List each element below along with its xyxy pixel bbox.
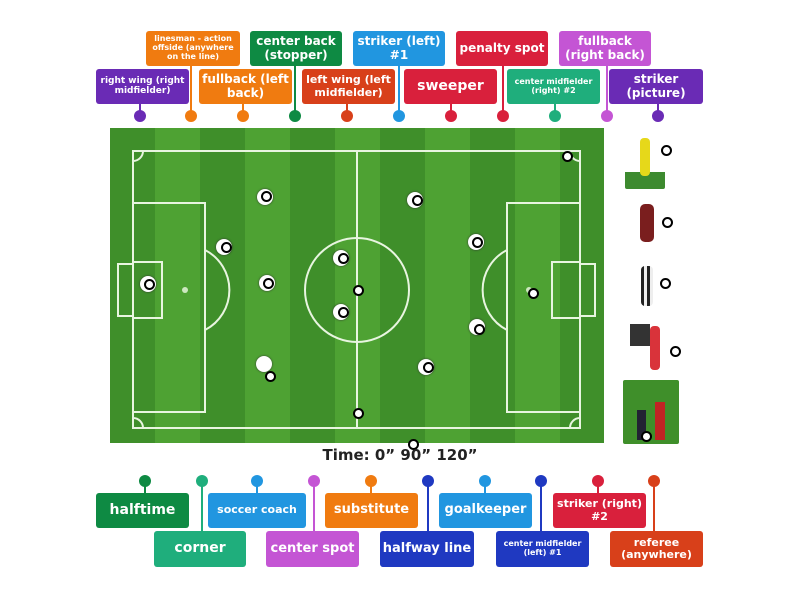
drop-target[interactable] bbox=[408, 439, 419, 450]
drop-target[interactable] bbox=[562, 151, 573, 162]
drop-target[interactable] bbox=[662, 217, 673, 228]
label-linesman[interactable]: linesman - action offside (anywhere on t… bbox=[146, 31, 240, 66]
label-substitute[interactable]: substitute bbox=[325, 493, 418, 528]
drop-target[interactable] bbox=[261, 191, 272, 202]
pin-center-mid-right[interactable] bbox=[549, 104, 561, 122]
label-striker-right[interactable]: striker (right) #2 bbox=[553, 493, 646, 528]
drop-target[interactable] bbox=[144, 279, 155, 290]
label-referee[interactable]: referee (anywhere) bbox=[610, 531, 703, 567]
drop-target[interactable] bbox=[660, 278, 671, 289]
label-center-mid-left[interactable]: center midfielder (left) #1 bbox=[496, 531, 589, 567]
pin-right-wing[interactable] bbox=[134, 104, 146, 122]
drop-target[interactable] bbox=[528, 288, 539, 299]
drop-target[interactable] bbox=[641, 431, 652, 442]
label-center-back[interactable]: center back (stopper) bbox=[250, 31, 342, 66]
drop-target[interactable] bbox=[265, 371, 276, 382]
label-center-mid-right[interactable]: center midfielder (right) #2 bbox=[507, 69, 600, 104]
label-striker-left[interactable]: striker (left) #1 bbox=[353, 31, 445, 66]
drop-target[interactable] bbox=[353, 285, 364, 296]
pin-striker-picture[interactable] bbox=[652, 104, 664, 122]
label-center-spot[interactable]: center spot bbox=[266, 531, 359, 567]
label-striker-picture[interactable]: striker (picture) bbox=[609, 69, 703, 104]
label-penalty-spot[interactable]: penalty spot bbox=[456, 31, 548, 66]
label-halftime[interactable]: halftime bbox=[96, 493, 189, 528]
drop-target[interactable] bbox=[263, 278, 274, 289]
pin-center-mid-left[interactable] bbox=[535, 475, 547, 531]
player-marker bbox=[256, 356, 272, 372]
drop-target[interactable] bbox=[423, 362, 434, 373]
pin-penalty-spot[interactable] bbox=[497, 66, 509, 122]
pin-soccer-coach[interactable] bbox=[251, 475, 263, 493]
coach-picture bbox=[630, 320, 670, 372]
label-soccer-coach[interactable]: soccer coach bbox=[208, 493, 306, 528]
label-halfway-line[interactable]: halfway line bbox=[380, 531, 474, 567]
pin-sweeper[interactable] bbox=[445, 104, 457, 122]
pin-left-wing[interactable] bbox=[341, 104, 353, 122]
pin-fullback-left[interactable] bbox=[237, 104, 249, 122]
pin-corner[interactable] bbox=[196, 475, 208, 531]
drop-target[interactable] bbox=[338, 253, 349, 264]
pin-fullback-right[interactable] bbox=[601, 66, 613, 122]
drop-target[interactable] bbox=[661, 145, 672, 156]
drop-target[interactable] bbox=[338, 307, 349, 318]
drop-target[interactable] bbox=[472, 237, 483, 248]
label-fullback-right[interactable]: fullback (right back) bbox=[559, 31, 651, 66]
pin-center-back[interactable] bbox=[289, 66, 301, 122]
referee-picture bbox=[632, 262, 662, 310]
pin-referee[interactable] bbox=[648, 475, 660, 531]
label-goalkeeper[interactable]: goalkeeper bbox=[439, 493, 532, 528]
pin-linesman[interactable] bbox=[185, 66, 197, 122]
label-left-wing[interactable]: left wing (left midfielder) bbox=[302, 69, 395, 104]
pin-center-spot[interactable] bbox=[308, 475, 320, 531]
drop-target[interactable] bbox=[474, 324, 485, 335]
soccer-pitch bbox=[110, 128, 604, 443]
pin-halftime[interactable] bbox=[139, 475, 151, 493]
pin-substitute[interactable] bbox=[365, 475, 377, 493]
label-corner[interactable]: corner bbox=[154, 531, 246, 567]
time-text: Time: 0” 90” 120” bbox=[322, 446, 478, 464]
label-fullback-left[interactable]: fullback (left back) bbox=[199, 69, 292, 104]
substitute-picture bbox=[623, 380, 679, 444]
label-sweeper[interactable]: sweeper bbox=[404, 69, 497, 104]
pin-striker-right[interactable] bbox=[592, 475, 604, 493]
pin-halfway-line[interactable] bbox=[422, 475, 434, 531]
drop-target[interactable] bbox=[353, 408, 364, 419]
pitch-lines bbox=[117, 150, 596, 429]
drop-target[interactable] bbox=[412, 195, 423, 206]
drop-target[interactable] bbox=[221, 242, 232, 253]
pin-goalkeeper[interactable] bbox=[479, 475, 491, 493]
pin-striker-left[interactable] bbox=[393, 66, 405, 122]
label-right-wing[interactable]: right wing (right midfielder) bbox=[96, 69, 189, 104]
linesman-picture bbox=[625, 133, 665, 189]
striker-picture bbox=[628, 200, 664, 246]
drop-target[interactable] bbox=[670, 346, 681, 357]
